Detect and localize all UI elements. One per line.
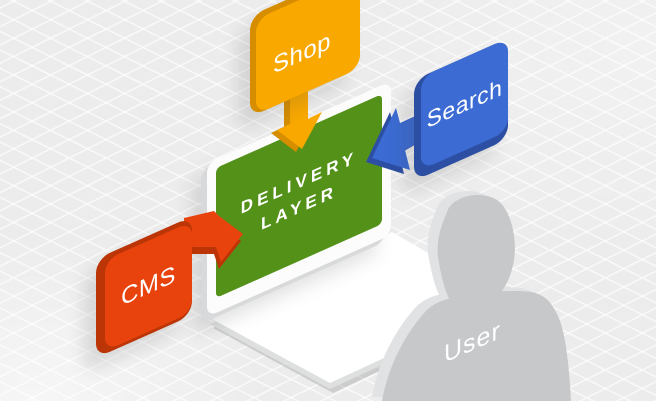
cms-label: CMS bbox=[121, 259, 176, 312]
search-label: Search bbox=[426, 73, 503, 134]
shop-label: Shop bbox=[272, 26, 332, 80]
